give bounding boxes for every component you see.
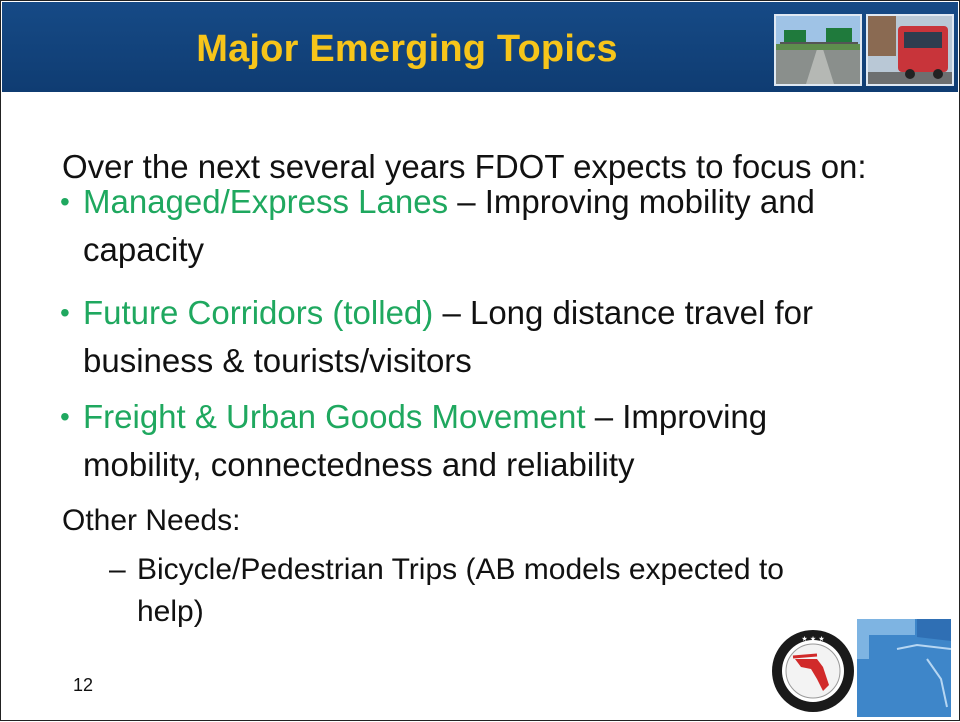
header-photos — [774, 14, 956, 86]
bullet-text: Freight & Urban Goods Movement – Improvi… — [83, 393, 913, 489]
bullet-dot-icon: • — [60, 297, 70, 328]
svg-text:★ ★ ★: ★ ★ ★ — [801, 635, 824, 643]
bullet-rest: – Long distance travel for — [433, 294, 814, 331]
bullet-item: • Freight & Urban Goods Movement – Impro… — [60, 393, 930, 489]
bullet-line2: mobility, connectedness and reliability — [83, 446, 635, 483]
bullet-highlight: Future Corridors (tolled) — [83, 294, 434, 331]
bullet-dot-icon: • — [60, 401, 70, 432]
bullet-item: • Managed/Express Lanes – Improving mobi… — [60, 178, 930, 274]
bullet-line2: capacity — [83, 231, 205, 268]
bullet-rest: – Improving mobility and — [448, 183, 815, 220]
bus-photo-icon — [866, 14, 954, 86]
sub-line1: Bicycle/Pedestrian Trips (AB models expe… — [137, 553, 784, 586]
bullet-dot-icon: • — [60, 186, 70, 217]
slide-title: Major Emerging Topics — [196, 28, 618, 70]
task-force-logo-icon — [857, 619, 952, 717]
sub-dash: – — [109, 553, 126, 586]
bullet-highlight: Managed/Express Lanes — [83, 183, 449, 220]
footer-logos: ★ ★ ★ — [771, 601, 955, 719]
bullet-highlight: Freight & Urban Goods Movement — [83, 398, 586, 435]
bullet-text: Managed/Express Lanes – Improving mobili… — [83, 178, 913, 274]
bullet-text: Future Corridors (tolled) – Long distanc… — [83, 289, 913, 385]
fdot-seal-logo-icon: ★ ★ ★ — [771, 629, 855, 713]
highway-photo-icon — [774, 14, 862, 86]
sub-text: Bicycle/Pedestrian Trips (AB models expe… — [137, 549, 877, 633]
sub-line2: help) — [137, 595, 204, 628]
bullet-item: • Future Corridors (tolled) – Long dista… — [60, 289, 930, 385]
bullet-line2: business & tourists/visitors — [83, 342, 472, 379]
title-bar: Major Emerging Topics — [2, 2, 958, 92]
page-number: 12 — [73, 675, 94, 695]
other-needs-label: Other Needs: — [62, 504, 241, 537]
bullet-rest: – Improving — [585, 398, 768, 435]
intro-text: Over the next several years FDOT expects… — [62, 148, 867, 185]
